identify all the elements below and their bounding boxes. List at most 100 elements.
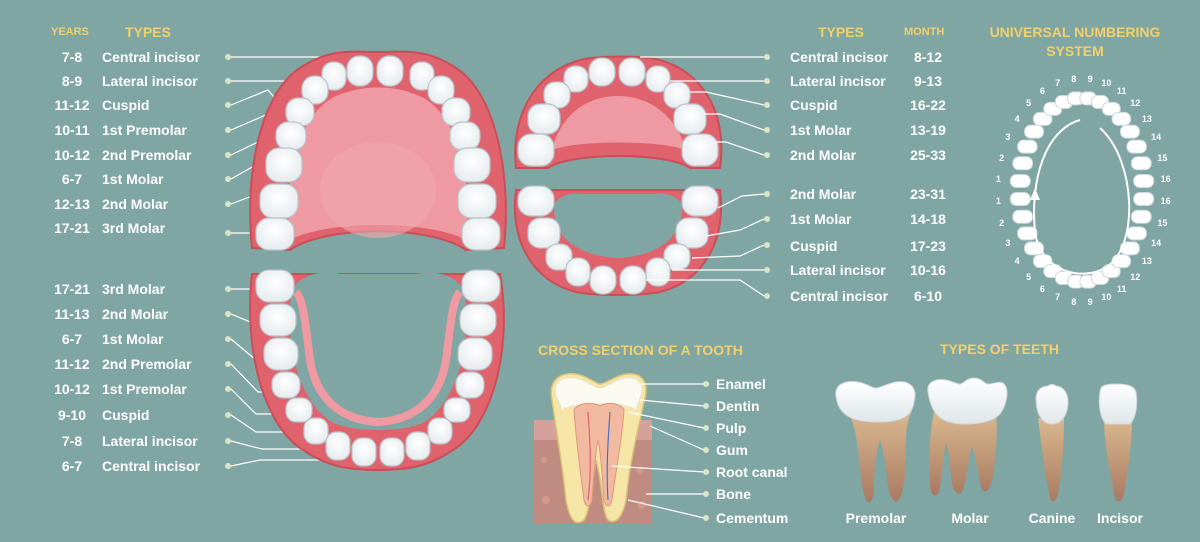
primary-lower-type-3: Lateral incisor [790, 262, 886, 278]
lower-ring-number: 1 [995, 196, 1001, 206]
label-dentin: Dentin [716, 398, 760, 414]
label-root-canal: Root canal [716, 464, 788, 480]
lower-left-dots [225, 286, 231, 469]
premolar-illustration [835, 381, 916, 503]
primary-lower-type-4: Central incisor [790, 288, 889, 304]
label-enamel: Enamel [716, 376, 766, 392]
lower-ring-tooth-13 [1119, 241, 1141, 256]
upper-type-4: 2nd Premolar [102, 147, 192, 163]
lower-years-2: 6-7 [61, 331, 83, 347]
lower-permanent-teeth [255, 269, 501, 467]
upper-years-2: 11-12 [54, 97, 90, 113]
lower-type-1: 2nd Molar [102, 306, 169, 322]
upper-ring-number: 8 [1071, 73, 1077, 84]
lower-years-7: 6-7 [61, 458, 83, 474]
upper-years-0: 7-8 [61, 49, 83, 65]
month-header: MONTH [904, 26, 945, 38]
upper-ring-tooth-11 [1101, 101, 1121, 116]
primary-connectors [640, 56, 765, 297]
lower-ring-number: 8 [1071, 296, 1077, 307]
canine-illustration [1035, 384, 1069, 502]
upper-ring-number: 11 [1116, 86, 1127, 97]
lower-ring-number: 2 [999, 217, 1005, 228]
lower-primary-teeth [517, 185, 719, 295]
lower-ring-tooth-2 [1012, 209, 1034, 224]
lower-ring-number: 3 [1005, 237, 1011, 248]
upper-ring-tooth-2 [1012, 156, 1034, 171]
primary-lower-type-1: 1st Molar [790, 211, 852, 227]
primary-upper-month-1: 9-13 [913, 73, 943, 89]
primary-lower-month-3: 10-16 [910, 262, 946, 278]
label-gum: Gum [716, 442, 748, 458]
upper-ring-number: 12 [1130, 98, 1141, 109]
lower-ring-tooth-3 [1017, 226, 1038, 241]
lower-ring-tooth-12 [1111, 254, 1132, 269]
label-canine: Canine [1028, 510, 1076, 526]
types-of-teeth-title: TYPES OF TEETH [940, 341, 1060, 357]
upper-type-0: Central incisor [102, 49, 201, 65]
upper-ring-number: 5 [1026, 98, 1032, 109]
upper-ring-tooth-13 [1119, 124, 1141, 139]
primary-lower-type-2: Cuspid [790, 238, 838, 254]
primary-upper-month-0: 8-12 [913, 49, 943, 65]
upper-ring-number: 7 [1055, 77, 1061, 88]
cross-section-title: CROSS SECTION OF A TOOTH [538, 342, 743, 358]
lower-years-1: 11-13 [54, 306, 90, 322]
upper-left-dots [225, 54, 231, 236]
incisor-illustration [1098, 383, 1138, 502]
lower-ring-number: 10 [1101, 292, 1112, 303]
upper-permanent-teeth [255, 55, 501, 251]
cross-section-dots [703, 381, 709, 521]
upper-ring-tooth-14 [1126, 139, 1147, 154]
primary-lower-month-1: 14-18 [910, 211, 946, 227]
upper-years-5: 6-7 [61, 171, 83, 187]
upper-ring-tooth-12 [1111, 111, 1132, 126]
lower-ring-tooth-15 [1130, 209, 1152, 224]
numbering-title-line2: SYSTEM [1046, 43, 1104, 59]
lower-type-0: 3rd Molar [102, 281, 166, 297]
lower-type-3: 2nd Premolar [102, 356, 192, 372]
upper-ring-tooth-15 [1130, 156, 1152, 171]
primary-upper-month-2: 16-22 [910, 97, 946, 113]
upper-type-5: 1st Molar [102, 171, 164, 187]
upper-ring-number: 15 [1157, 152, 1168, 163]
upper-ring-tooth-16 [1133, 174, 1155, 188]
primary-upper-month-4: 25-33 [910, 147, 946, 163]
upper-ring-tooth-1 [1009, 174, 1031, 188]
upper-primary-teeth [517, 57, 719, 167]
upper-ring-number: 14 [1151, 132, 1162, 143]
primary-upper-month-3: 13-19 [910, 122, 946, 138]
upper-ring-number: 4 [1014, 113, 1020, 124]
lower-ring-number: 14 [1151, 237, 1162, 248]
lower-type-2: 1st Molar [102, 331, 164, 347]
upper-years-7: 17-21 [54, 220, 90, 236]
upper-ring-tooth-4 [1024, 124, 1045, 139]
lower-type-7: Central incisor [102, 458, 201, 474]
lower-ring-number: 15 [1157, 217, 1168, 228]
primary-lower-type-0: 2nd Molar [790, 186, 857, 202]
lower-ring-number: 4 [1014, 256, 1020, 267]
primary-upper-type-2: Cuspid [790, 97, 838, 113]
lower-years-5: 9-10 [57, 407, 87, 423]
lower-type-5: Cuspid [102, 407, 150, 423]
upper-ring-number: 2 [999, 152, 1005, 163]
upper-type-2: Cuspid [102, 97, 150, 113]
label-pulp: Pulp [716, 420, 747, 436]
primary-lower-month-4: 6-10 [913, 288, 943, 304]
lower-ring-number: 16 [1160, 196, 1171, 206]
primary-lower-month-2: 17-23 [910, 238, 946, 254]
cross-section-tooth [534, 372, 652, 524]
upper-ring-number: 3 [1005, 132, 1011, 143]
molar-illustration [927, 377, 1008, 496]
upper-type-3: 1st Premolar [102, 122, 187, 138]
upper-type-1: Lateral incisor [102, 73, 198, 89]
upper-ring-number: 6 [1039, 86, 1045, 97]
primary-upper-type-4: 2nd Molar [790, 147, 857, 163]
lower-permanent-arch [249, 272, 505, 472]
years-header: YEARS [51, 26, 89, 38]
types-header: TYPES [125, 24, 171, 40]
label-premolar: Premolar [845, 510, 907, 526]
upper-type-7: 3rd Molar [102, 220, 166, 236]
